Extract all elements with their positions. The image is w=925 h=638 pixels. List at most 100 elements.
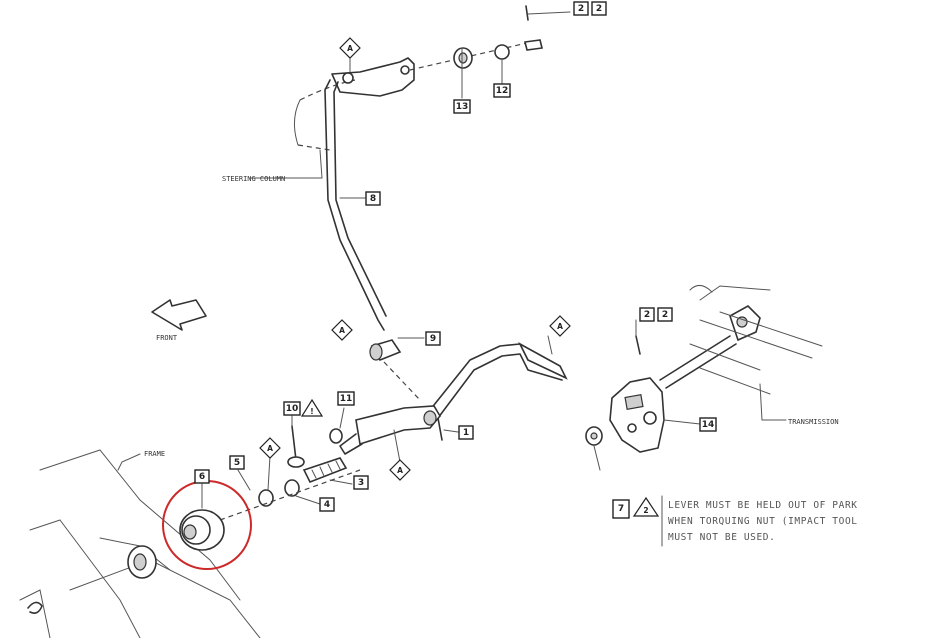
shift-rod-8 <box>324 79 385 331</box>
bracket-14 <box>609 377 665 453</box>
callout-5: 5 <box>234 458 240 468</box>
callout-11-box <box>337 391 355 406</box>
leader-1 <box>443 429 459 433</box>
a-markers: A A A A A ! 2 <box>259 37 660 517</box>
callout-mid-2: 2 <box>662 310 668 320</box>
torque-note: LEVER MUST BE HELD OUT OF PARK WHEN TORQ… <box>661 495 858 547</box>
column-outline <box>294 99 301 146</box>
leader-frame <box>117 453 141 471</box>
threaded-stud-3 <box>302 457 348 484</box>
stud-threads <box>311 460 341 479</box>
callout-12-box <box>493 83 511 98</box>
leader-transmission <box>759 383 787 421</box>
frame-structure <box>19 449 261 638</box>
leader-a-lever <box>393 429 401 463</box>
case-edge-4 <box>689 343 761 371</box>
callout-1-box <box>458 425 474 440</box>
callout-6-box <box>194 469 210 484</box>
callout-10: 10 <box>286 404 299 414</box>
note-line-3: MUST NOT BE USED. <box>668 532 775 543</box>
case-edge-2 <box>719 311 823 347</box>
note-line-1: LEVER MUST BE HELD OUT OF PARK <box>668 500 858 511</box>
lever-pivot <box>342 72 354 84</box>
column-lever <box>331 57 415 97</box>
callout-3: 3 <box>358 478 364 488</box>
callout-mid-22: 2 <box>644 310 650 320</box>
retainer-clip <box>524 39 543 51</box>
lever-hole <box>400 65 410 75</box>
leader-11 <box>339 407 345 429</box>
steering-column-linkage <box>249 5 571 331</box>
callout-4-box <box>319 497 335 512</box>
callout-8: 8 <box>370 194 376 204</box>
callout-5-box <box>229 455 245 470</box>
note-triangle <box>632 496 660 517</box>
note-line-2: WHEN TORQUING NUT (IMPACT TOOL <box>668 516 858 527</box>
frame-edge-3 <box>29 519 61 531</box>
callout-top-22-box <box>573 1 589 16</box>
bolt-10-head <box>287 456 305 468</box>
lever-stud <box>339 433 363 455</box>
callout-9-box <box>425 331 441 346</box>
trans-shaft-edge <box>665 343 737 389</box>
callout-top-22: 2 <box>578 4 584 14</box>
callout-10-box <box>283 401 301 416</box>
leader-4 <box>295 495 321 505</box>
case-edge-1 <box>699 285 771 301</box>
marker-a-rod <box>549 315 571 337</box>
callout-14-box <box>699 417 717 432</box>
callout-mid-2-box <box>657 307 673 322</box>
bracket-slot <box>624 394 644 410</box>
axis-lower <box>219 469 361 521</box>
marker-a-bushing-text: A <box>339 326 345 335</box>
rod-pin <box>518 342 568 380</box>
cotter-pin-top <box>525 5 529 21</box>
bracket-hole <box>643 411 657 425</box>
callout-6: 6 <box>199 472 205 482</box>
bolt-10-shank <box>291 425 297 461</box>
marker-a-bushing <box>331 319 353 341</box>
rod-1-end <box>437 417 443 441</box>
marker-a-rod-text: A <box>557 322 563 331</box>
callouts: 2 2 13 12 8 9 10 11 1 14 2 2 5 6 3 4 7 <box>194 1 717 519</box>
label-transmission: TRANSMISSION <box>788 418 839 426</box>
marker-a-washer-text: A <box>267 444 273 453</box>
nut-4 <box>284 479 300 497</box>
trans-shaft <box>659 335 731 381</box>
frame-bushing-hole <box>133 553 147 571</box>
front-arrow-icon <box>151 299 207 331</box>
label-front: FRONT <box>156 334 178 342</box>
cotter-pin-mid <box>635 335 641 355</box>
frame-edge-1 <box>39 449 241 601</box>
rod-1-edge <box>437 353 563 419</box>
callout-7-box <box>612 499 630 519</box>
warning-triangle <box>300 398 324 417</box>
case-edge-3 <box>699 319 813 359</box>
leader-top-22 <box>527 11 571 15</box>
rod-1 <box>429 343 561 411</box>
frame-edge-5 <box>19 589 51 638</box>
callout-11: 11 <box>340 394 353 404</box>
leader-5 <box>237 469 251 491</box>
marker-a-lever-text: A <box>397 466 403 475</box>
frame-edge-2 <box>59 519 141 638</box>
label-frame: FRAME <box>144 450 165 458</box>
frame-edge-4 <box>69 559 261 638</box>
callout-7: 7 <box>618 504 624 514</box>
grommet-hole <box>183 524 197 540</box>
callout-top-2-box <box>591 1 607 16</box>
axis-line-top <box>409 39 541 71</box>
nut-6-hole <box>590 432 598 440</box>
callout-8-box <box>365 191 381 206</box>
leader-nut <box>593 445 601 471</box>
callout-14: 14 <box>702 420 715 430</box>
washer-12 <box>494 44 510 60</box>
bracket-hole-small <box>627 423 637 433</box>
leader-14 <box>663 419 701 425</box>
text-labels: STEERING COLUMN FRONT FRAME TRANSMISSION <box>144 175 839 458</box>
bushing-9 <box>369 343 383 361</box>
lever-boss <box>423 410 437 426</box>
transmission-bracket <box>585 285 823 471</box>
